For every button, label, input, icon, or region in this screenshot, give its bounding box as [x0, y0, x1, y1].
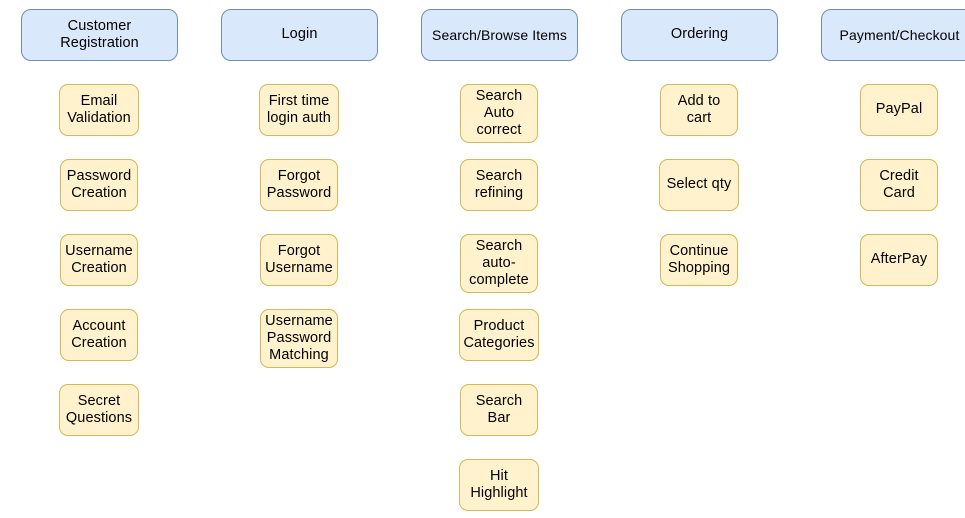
feature-node[interactable]: Search Auto correct: [460, 84, 538, 143]
feature-node[interactable]: Forgot Username: [260, 234, 338, 286]
feature-node[interactable]: Secret Questions: [59, 384, 139, 436]
feature-node[interactable]: Email Validation: [59, 84, 139, 136]
category-header-node[interactable]: Ordering: [621, 9, 778, 61]
feature-node[interactable]: Credit Card: [860, 159, 938, 211]
feature-node[interactable]: Password Creation: [60, 159, 138, 211]
feature-node[interactable]: Product Categories: [459, 309, 539, 361]
feature-node[interactable]: Search refining: [460, 159, 538, 211]
feature-node[interactable]: Username Password Matching: [260, 309, 338, 368]
category-header-node[interactable]: Search/Browse Items: [421, 9, 578, 61]
feature-node[interactable]: AfterPay: [860, 234, 938, 286]
feature-node[interactable]: Continue Shopping: [660, 234, 738, 286]
feature-node[interactable]: Account Creation: [60, 309, 138, 361]
feature-node[interactable]: Add to cart: [660, 84, 738, 136]
feature-node[interactable]: Hit Highlight: [459, 459, 539, 511]
category-header-node[interactable]: Payment/Checkout: [821, 9, 965, 61]
feature-node[interactable]: PayPal: [860, 84, 938, 136]
feature-node[interactable]: Search auto- complete: [460, 234, 538, 293]
category-header-node[interactable]: Customer Registration: [21, 9, 178, 61]
feature-node[interactable]: First time login auth: [259, 84, 339, 136]
feature-node[interactable]: Username Creation: [60, 234, 138, 286]
feature-node[interactable]: Forgot Password: [260, 159, 338, 211]
feature-node[interactable]: Search Bar: [460, 384, 538, 436]
feature-node[interactable]: Select qty: [659, 159, 739, 211]
category-header-node[interactable]: Login: [221, 9, 378, 61]
